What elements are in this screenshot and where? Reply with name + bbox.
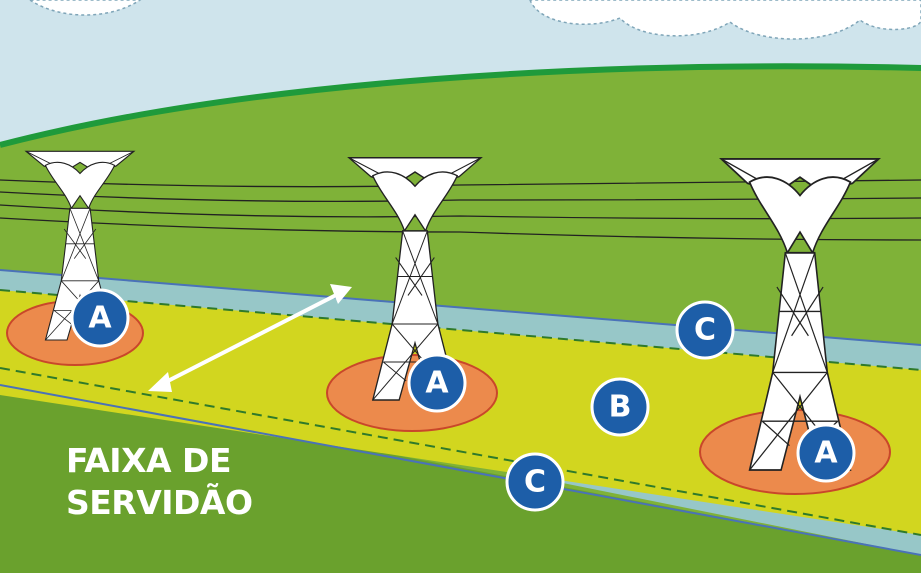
zone-marker-c: C <box>675 300 735 360</box>
caption-line-1: FAIXA DE <box>66 441 231 480</box>
marker-letter: B <box>609 390 632 425</box>
horizon-ridge <box>0 63 921 148</box>
tower-pad <box>699 409 891 495</box>
boundary-line <box>0 289 921 371</box>
marker-letter: C <box>524 465 546 500</box>
zone-marker-a: A <box>70 288 130 348</box>
width-arrow <box>148 284 352 392</box>
marker-letter: C <box>694 313 716 348</box>
marker-letter: A <box>425 366 449 401</box>
band-edge <box>0 384 921 556</box>
cloud <box>28 0 142 16</box>
marker-letter: A <box>88 301 112 336</box>
band-edge <box>0 269 921 346</box>
caption-line-2: SERVIDÃO <box>66 483 253 522</box>
marker-letter: A <box>814 436 838 471</box>
zone-marker-a: A <box>796 423 856 483</box>
zone-marker-b: B <box>590 377 650 437</box>
zone-marker-c: C <box>505 452 565 512</box>
caption: FAIXA DE SERVIDÃO <box>66 440 253 524</box>
cloud <box>529 0 921 40</box>
boundary-line <box>0 367 921 536</box>
zone-marker-a: A <box>407 353 467 413</box>
